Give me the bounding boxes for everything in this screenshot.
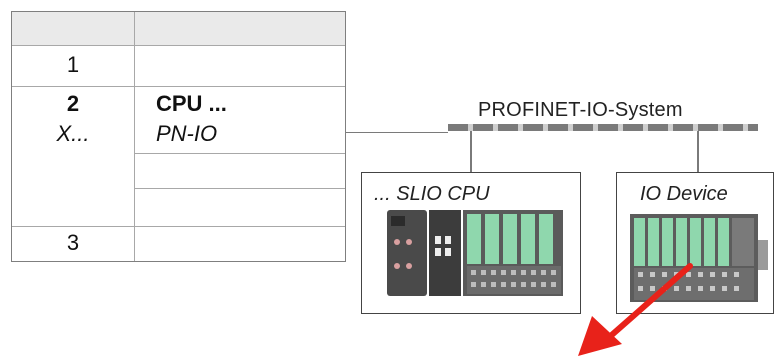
slot-2-number[interactable]: 2 [66,91,80,116]
rack-row-divider [134,188,345,189]
rack-header-row [12,12,345,45]
drag-arrow-icon [578,263,693,356]
profinet-io-system-bus[interactable] [448,124,758,131]
slot-1-number[interactable]: 1 [66,52,80,77]
slot-x-number[interactable]: X... [56,121,90,146]
io-device-title: IO Device [640,183,728,205]
rack-row-divider [12,226,345,227]
slot-3-number[interactable]: 3 [66,230,80,255]
hardware-rack-table [11,11,346,262]
rack-column-divider [134,12,135,261]
io-device-drop-line [697,131,699,172]
profinet-bus-label: PROFINET-IO-System [478,99,683,121]
slot-2-module-cpu[interactable]: CPU ... [156,91,227,116]
rack-row-divider [12,45,345,46]
slio-cpu-hardware-icon [387,210,563,296]
slio-cpu-title: ... SLIO CPU [374,183,490,205]
io-device-hardware-icon [630,214,768,302]
slot-x-module-pnio[interactable]: PN-IO [156,121,218,146]
pnio-connection-line [346,132,448,133]
rack-row-divider [134,153,345,154]
rack-row-divider [12,86,345,87]
cpu-drop-line [470,131,472,172]
